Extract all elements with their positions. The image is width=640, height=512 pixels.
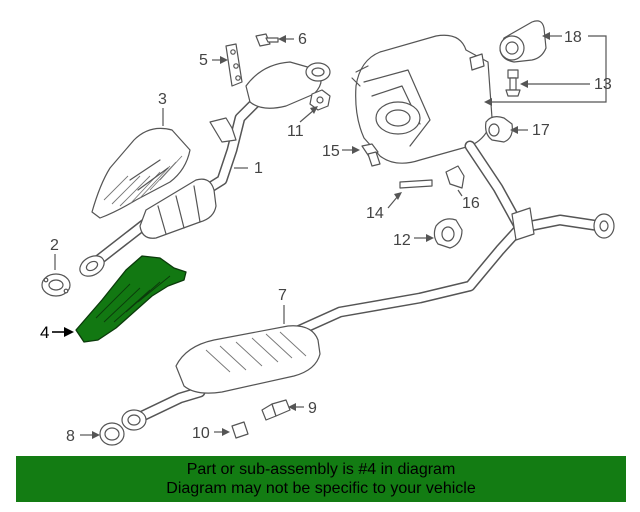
callout-number: 15 — [322, 143, 340, 160]
bracket-part-16 — [445, 165, 465, 189]
nut-part-11 — [309, 89, 331, 111]
callout-number: 3 — [158, 91, 167, 108]
exhaust-tip-part-18 — [499, 20, 547, 63]
gasket-ring-part-8 — [99, 422, 125, 446]
callout-number: 18 — [564, 29, 582, 46]
rear-muffler — [351, 34, 493, 164]
callout-number: 2 — [50, 237, 59, 254]
callout-number: 11 — [287, 123, 304, 140]
callout-number: 8 — [66, 428, 75, 445]
rubber-hanger-part-12 — [433, 218, 463, 249]
callout-number: 10 — [192, 425, 210, 442]
banner-line-1: Part or sub-assembly is #4 in diagram — [186, 461, 456, 478]
heat-shield-part-3 — [91, 127, 191, 219]
callout-number: 7 — [278, 287, 287, 304]
exhaust-system-diagram: 1 3 2 4 5 6 11 — [40, 20, 615, 446]
callout-number-highlighted: 4 — [40, 323, 49, 342]
center-pipe-part-7 — [121, 325, 321, 431]
callout-number: 12 — [393, 232, 411, 249]
part-info-banner: Part or sub-assembly is #4 in diagram Di… — [16, 456, 626, 502]
bolt-part-6 — [255, 33, 279, 47]
rubber-hanger-part-17 — [485, 116, 513, 143]
callout-number: 17 — [532, 122, 550, 139]
stud-part-10 — [231, 421, 249, 439]
callout-number: 5 — [199, 52, 208, 69]
mid-pipe-y-section — [294, 140, 615, 336]
callout-number: 16 — [462, 195, 480, 212]
callout-number: 14 — [366, 205, 384, 222]
callout-number: 13 — [594, 76, 612, 93]
bolt-part-15 — [361, 143, 381, 167]
bolt-part-9 — [261, 399, 291, 421]
callout-number: 6 — [298, 31, 307, 48]
bracket-part-5 — [225, 43, 243, 87]
gasket-part-2 — [41, 273, 71, 297]
banner-line-2: Diagram may not be specific to your vehi… — [166, 480, 476, 497]
callout-number: 9 — [308, 400, 317, 417]
front-pipe-part-1 — [79, 61, 331, 277]
strap-part-14 — [399, 179, 433, 189]
callout-number: 1 — [254, 160, 263, 177]
bolt-part-13 — [505, 69, 521, 97]
heat-shield-part-4-highlighted[interactable] — [75, 255, 187, 343]
